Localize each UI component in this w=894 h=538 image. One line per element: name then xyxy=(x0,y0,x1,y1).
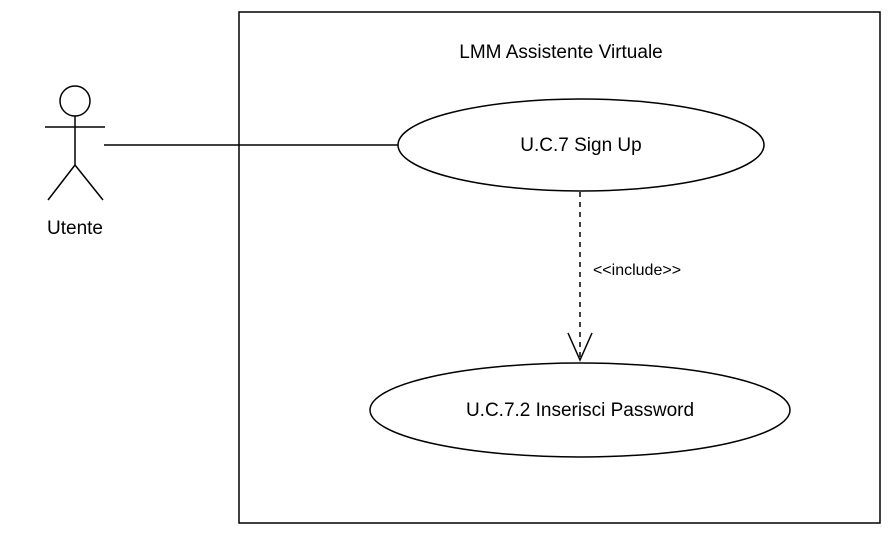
use-case-sign-up-label: U.C.7 Sign Up xyxy=(520,135,641,156)
actor-right-leg xyxy=(74,164,104,201)
include-arrowhead xyxy=(567,332,593,362)
actor-label: Utente xyxy=(47,218,103,239)
actor-head xyxy=(59,85,91,117)
actor-left-leg xyxy=(47,164,76,201)
use-case-inserisci-password[interactable] xyxy=(369,362,791,458)
use-case-sign-up[interactable] xyxy=(397,98,765,192)
use-case-inserisci-password-label: U.C.7.2 Inserisci Password xyxy=(466,400,694,421)
include-stereotype-label: <<include>> xyxy=(593,262,681,279)
system-title: LMM Assistente Virtuale xyxy=(459,42,662,63)
actor-utente[interactable] xyxy=(45,85,105,201)
